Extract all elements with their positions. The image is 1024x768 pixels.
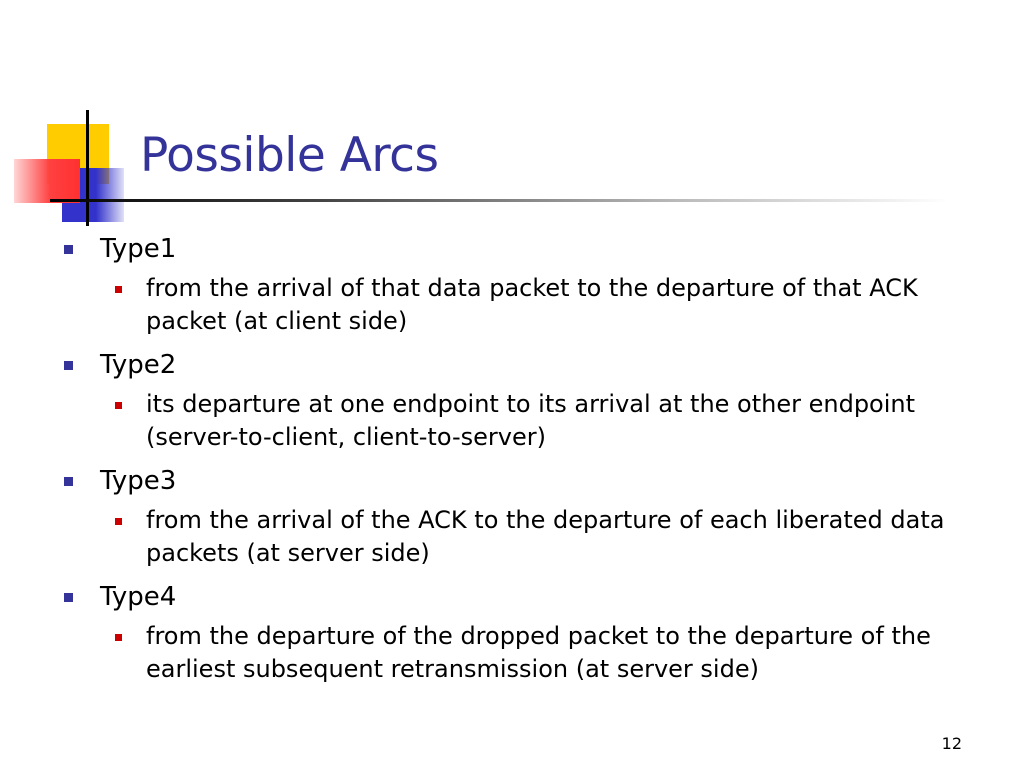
bullet-label: Type2 <box>100 350 177 380</box>
bullet-item-type4: Type4 <box>60 580 1000 614</box>
bullet-list: Type1 from the arrival of that data pack… <box>60 232 1000 696</box>
page-number: 12 <box>941 734 962 753</box>
square-bullet-icon <box>115 402 122 409</box>
sub-bullet-item: its departure at one endpoint to its arr… <box>100 388 1000 454</box>
sub-bullet-item: from the arrival of the ACK to the depar… <box>100 504 1000 570</box>
sub-bullet-item: from the arrival of that data packet to … <box>100 272 1000 338</box>
square-bullet-icon <box>64 477 73 486</box>
sub-bullet-text: from the arrival of the ACK to the depar… <box>146 506 945 567</box>
sub-bullet-text: its departure at one endpoint to its arr… <box>146 390 916 451</box>
bullet-label: Type3 <box>100 466 177 496</box>
decorative-vertical-line <box>86 110 89 226</box>
bullet-label: Type1 <box>100 234 177 264</box>
slide-title: Possible Arcs <box>140 128 439 183</box>
sub-bullet-text: from the arrival of that data packet to … <box>146 274 918 335</box>
sub-bullet-item: from the departure of the dropped packet… <box>100 620 1000 686</box>
square-bullet-icon <box>64 245 73 254</box>
square-bullet-icon <box>115 518 122 525</box>
bullet-item-type3: Type3 <box>60 464 1000 498</box>
decorative-red-square <box>14 159 80 203</box>
square-bullet-icon <box>64 361 73 370</box>
square-bullet-icon <box>64 593 73 602</box>
square-bullet-icon <box>115 634 122 641</box>
bullet-item-type1: Type1 <box>60 232 1000 266</box>
title-underline <box>50 199 950 202</box>
bullet-item-type2: Type2 <box>60 348 1000 382</box>
bullet-label: Type4 <box>100 582 177 612</box>
square-bullet-icon <box>115 286 122 293</box>
sub-bullet-text: from the departure of the dropped packet… <box>146 622 931 683</box>
